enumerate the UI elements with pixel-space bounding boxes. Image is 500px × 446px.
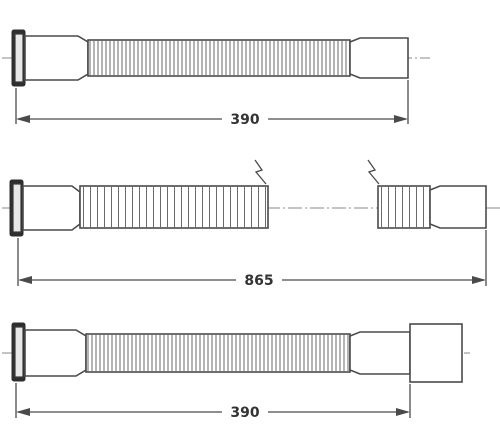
- sleeve-right-2: [429, 185, 487, 229]
- corrugation-ribs-1: [89, 40, 347, 76]
- dimension-label-1: 390: [230, 112, 259, 128]
- hose-drawing-2: 865: [2, 159, 500, 289]
- break-mark-left: [254, 159, 267, 185]
- socket-left-2: [22, 185, 81, 231]
- corrugated-body-3: [85, 333, 351, 373]
- corrugation-ribs-3: [87, 334, 349, 372]
- sleeve-middle-3: [349, 331, 411, 375]
- dimension-label-2: 865: [244, 273, 273, 289]
- corrugated-body-1: [87, 39, 351, 77]
- hose-drawing-3: 390: [2, 322, 470, 421]
- corrugation-ribs-2a: [83, 186, 266, 228]
- arrow-right-1: [394, 115, 408, 123]
- sleeve-right-1: [349, 37, 409, 79]
- corrugated-body-2b: [377, 185, 431, 229]
- arrow-left-2: [18, 276, 32, 284]
- cuff-lip-3: [14, 326, 24, 378]
- break-mark-right: [367, 159, 380, 185]
- cuff-lip-2: [12, 183, 22, 233]
- cuff-lip-1: [14, 33, 24, 83]
- arrow-left-1: [16, 115, 30, 123]
- wide-end-3: [409, 323, 463, 383]
- arrow-left-3: [16, 408, 30, 416]
- arrow-right-3: [396, 408, 410, 416]
- socket-left-1: [24, 35, 89, 81]
- dimension-label-3: 390: [230, 405, 259, 421]
- corrugation-ribs-2b: [381, 186, 424, 228]
- arrow-right-2: [472, 276, 486, 284]
- hose-drawing-1: 390: [2, 29, 430, 128]
- socket-left-3: [24, 329, 87, 377]
